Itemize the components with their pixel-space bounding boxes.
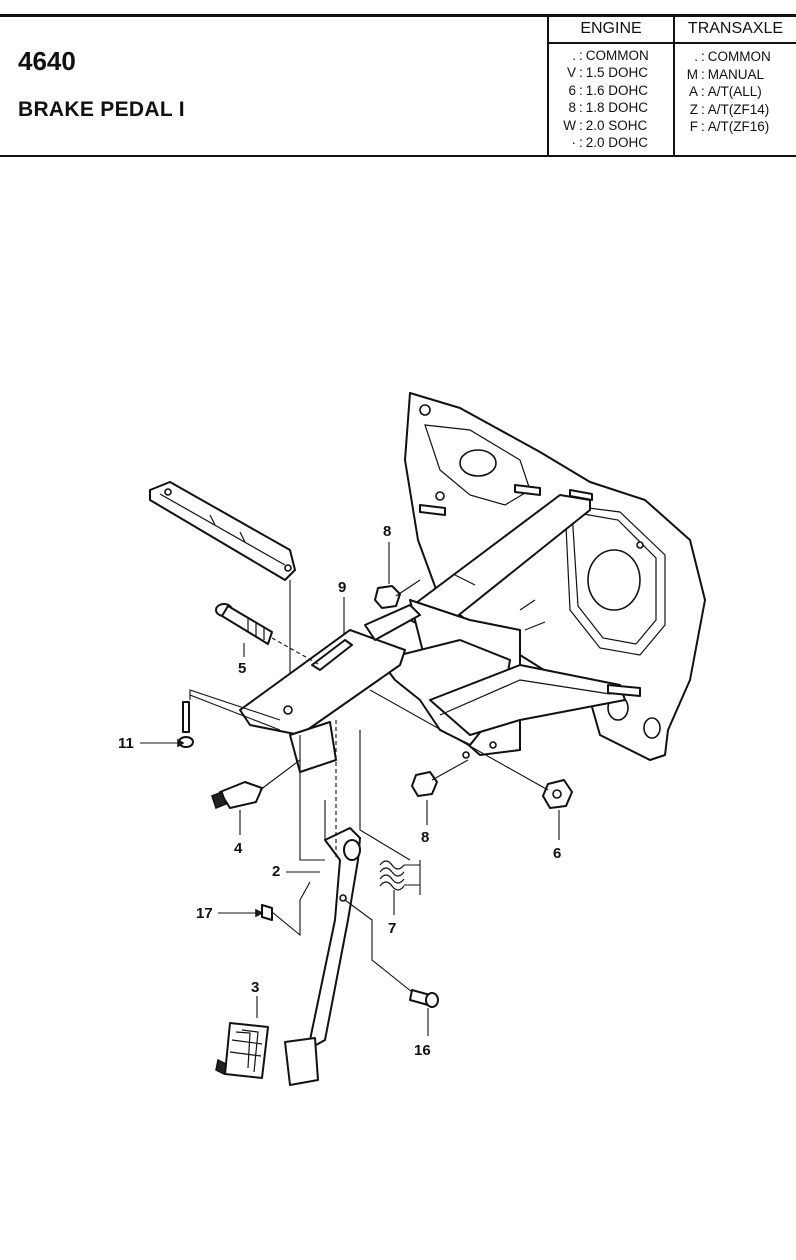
pedal-pad — [215, 1022, 269, 1079]
bolt-11 — [178, 694, 281, 748]
nut-8-lower — [411, 759, 469, 797]
switch-mount — [211, 721, 337, 809]
svg-text:4: 4 — [234, 840, 243, 857]
assembly-leaders — [189, 689, 421, 895]
panel-studs — [419, 484, 641, 697]
svg-text:16: 16 — [414, 1042, 431, 1059]
brake-pedal-arm — [284, 827, 361, 1086]
transaxle-legend: .:COMMON M:MANUAL A:A/T(ALL) Z:A/T(ZF14)… — [680, 48, 794, 136]
return-spring — [379, 860, 420, 891]
svg-text:6: 6 — [553, 845, 561, 862]
dash-panel — [404, 392, 706, 761]
callout-4: 4 — [234, 810, 243, 857]
svg-text:3: 3 — [251, 979, 259, 996]
engine-option: 8:1.8 DOHC — [568, 100, 649, 116]
svg-text:9: 9 — [338, 579, 346, 596]
transaxle-heading: TRANSAXLE — [687, 20, 784, 37]
svg-text:5: 5 — [238, 660, 246, 677]
callout-8b: 8 — [421, 800, 429, 846]
push-pin — [215, 603, 321, 666]
svg-text:11: 11 — [118, 735, 134, 752]
svg-text:7: 7 — [388, 920, 396, 937]
nut-8-upper — [374, 579, 421, 609]
section-title: BRAKE PEDAL I — [18, 98, 185, 121]
transaxle-option: F:A/T(ZF16) — [689, 119, 770, 135]
callout-8a: 8 — [383, 523, 391, 584]
callout-5: 5 — [238, 643, 246, 677]
header-top-rule — [0, 14, 796, 17]
header-bottom-rule — [0, 155, 796, 157]
callout-9: 9 — [338, 579, 346, 635]
transaxle-column-divider — [673, 17, 675, 156]
support-plate — [239, 604, 421, 736]
engine-option: ·:2.0 DOHC — [571, 134, 649, 150]
callout-2: 2 — [272, 863, 320, 880]
upper-bracket — [149, 481, 296, 581]
engine-option: .:COMMON — [572, 48, 649, 63]
callout-16: 16 — [414, 1008, 431, 1059]
svg-text:2: 2 — [272, 863, 280, 880]
engine-option: W:2.0 SOHC — [563, 117, 648, 133]
pin-16 — [344, 899, 439, 1008]
svg-text:17: 17 — [196, 905, 213, 922]
engine-option: V:1.5 DOHC — [566, 65, 649, 81]
callout-6: 6 — [553, 810, 561, 862]
nut-6 — [369, 689, 573, 809]
transaxle-option: Z:A/T(ZF14) — [689, 101, 770, 117]
engine-heading: ENGINE — [580, 20, 642, 37]
callout-3: 3 — [251, 979, 259, 1018]
transaxle-option: .:COMMON — [694, 49, 771, 64]
heading-underline — [547, 42, 796, 44]
svg-text:8: 8 — [421, 829, 429, 846]
exploded-parts-diagram: 2 3 4 5 6 7 8 8 9 11 16 17 — [118, 392, 706, 1086]
callout-7: 7 — [388, 890, 396, 937]
engine-legend: .:COMMON V:1.5 DOHC 6:1.6 DOHC 8:1.8 DOH… — [552, 47, 670, 151]
parts-header: 4640 BRAKE PEDAL I ENGINE TRANSAXLE .:CO… — [0, 0, 796, 160]
section-code: 4640 — [18, 46, 76, 76]
engine-column-divider — [547, 17, 549, 156]
transaxle-option: M:MANUAL — [686, 66, 765, 82]
pedal-bracket — [379, 494, 626, 759]
callout-17: 17 — [196, 905, 264, 922]
clip-17 — [261, 881, 311, 937]
transaxle-option: A:A/T(ALL) — [688, 84, 762, 100]
svg-text:8: 8 — [383, 523, 391, 540]
callout-11: 11 — [118, 735, 185, 752]
engine-option: 6:1.6 DOHC — [568, 82, 649, 98]
